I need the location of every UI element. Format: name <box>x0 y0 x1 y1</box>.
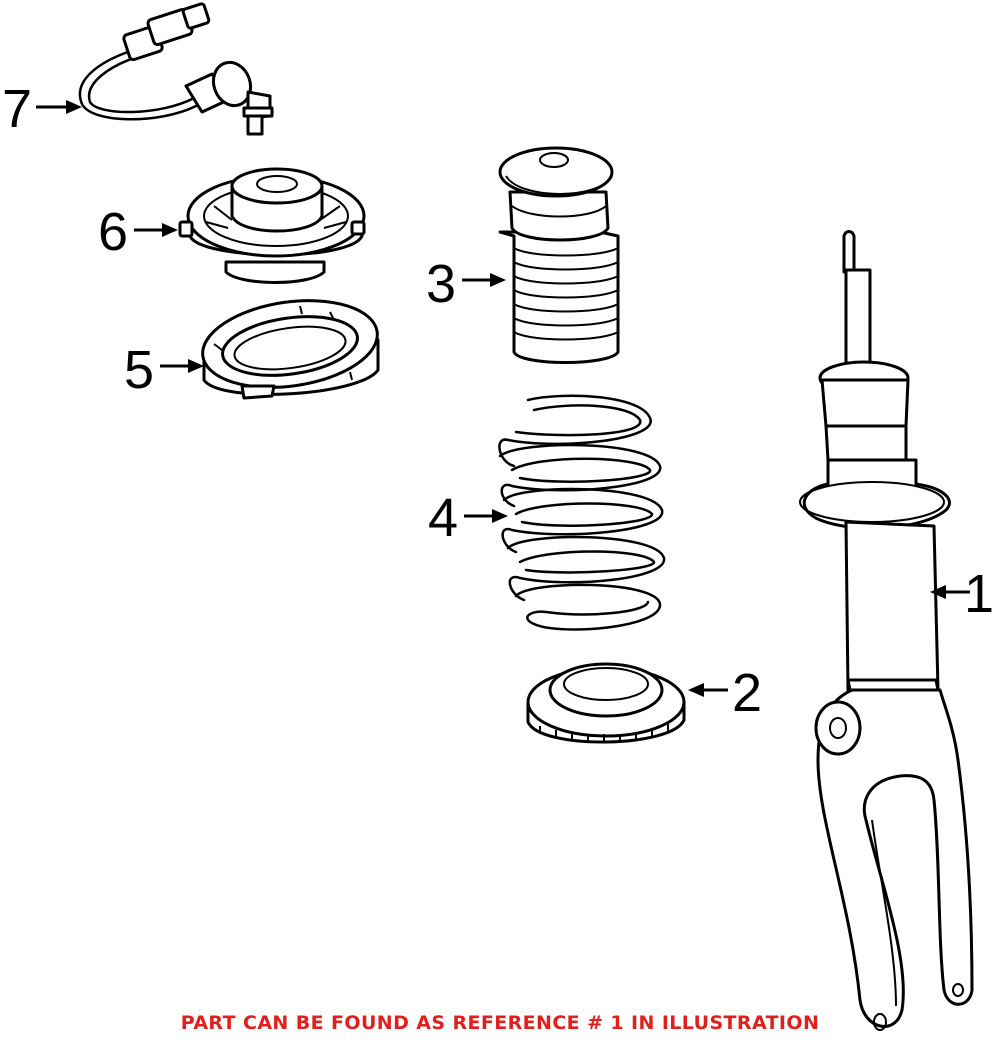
part-7-sensor-cable[interactable] <box>78 2 274 136</box>
callout-3: 3 <box>426 254 506 314</box>
callout-label-4: 4 <box>428 488 458 548</box>
part-5-spring-insulator[interactable] <box>197 290 383 400</box>
reference-note: PART CAN BE FOUND AS REFERENCE # 1 IN IL… <box>180 1012 820 1034</box>
part-3-dust-boot[interactable] <box>498 146 620 364</box>
callout-label-1: 1 <box>964 564 994 624</box>
callout-1: 1 <box>930 564 994 624</box>
callout-2: 2 <box>688 663 762 723</box>
callout-6: 6 <box>98 202 178 262</box>
part-2-spring-pad[interactable] <box>526 662 686 744</box>
part-4-coil-spring[interactable] <box>498 394 666 631</box>
part-6-strut-mount[interactable] <box>178 167 366 284</box>
callout-4: 4 <box>428 488 508 548</box>
callout-label-3: 3 <box>426 254 456 314</box>
callout-label-2: 2 <box>732 663 762 723</box>
callout-label-5: 5 <box>124 340 154 400</box>
callout-7: 7 <box>2 79 82 139</box>
part-1-strut-assembly[interactable] <box>799 230 974 1031</box>
callout-label-6: 6 <box>98 202 128 262</box>
callout-5: 5 <box>124 340 204 400</box>
callout-label-7: 7 <box>2 79 32 139</box>
